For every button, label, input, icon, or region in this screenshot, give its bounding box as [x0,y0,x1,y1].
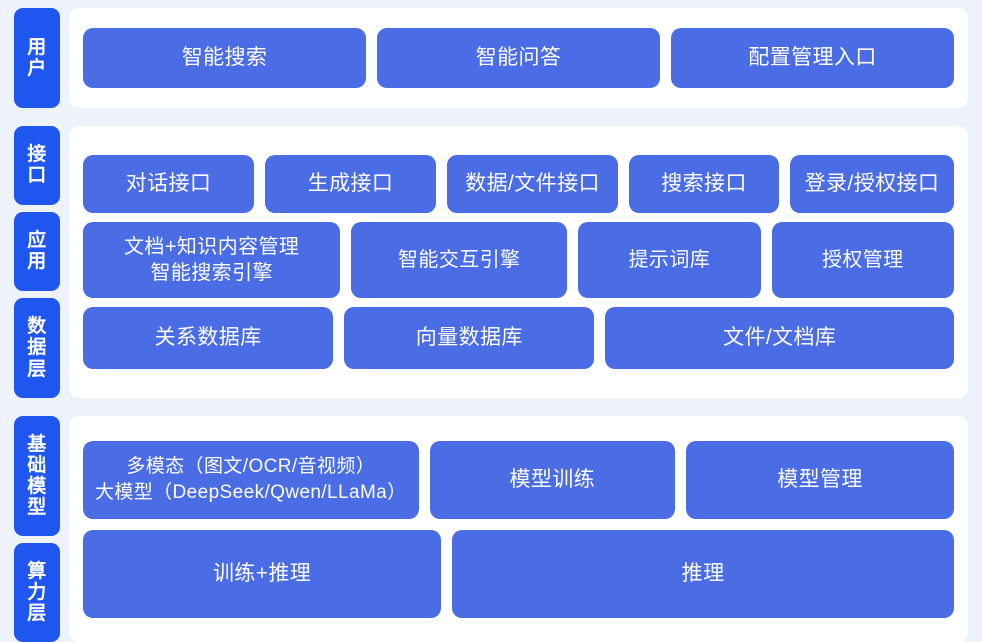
layer-badge-char: 数 [27,316,47,337]
layer-badge-char: 模 [27,476,47,498]
box-search-api[interactable]: 搜索接口 [629,155,779,213]
layer-badge-data: 数 据 层 [14,297,60,398]
layer-badge-interface: 接 口 [14,126,60,205]
layer-badge-char: 口 [27,165,47,187]
row-compute: 训练+推理 推理 [83,529,954,618]
box-prompt-library[interactable]: 提示词库 [578,222,761,298]
box-smart-search[interactable]: 智能搜索 [83,28,366,88]
box-vector-database[interactable]: 向量数据库 [344,307,595,369]
box-training-inference[interactable]: 训练+推理 [83,529,442,618]
box-doc-knowledge-search-engine[interactable]: 文档+知识内容管理 智能搜索引擎 [83,222,341,298]
box-smart-interaction-engine[interactable]: 智能交互引擎 [351,222,568,298]
layer-badge-compute: 算 力 层 [14,543,60,642]
badge-column-base: 基 础 模 型 算 力 层 [14,416,60,642]
layer-badge-char: 据 [27,337,47,359]
layer-badge-foundation-model: 基 础 模 型 [14,416,60,537]
layer-badge-char: 础 [27,454,47,476]
row-user-entries: 智能搜索 智能问答 配置管理入口 [83,28,954,88]
layer-badge-user: 用 户 [14,8,60,108]
box-login-auth-api[interactable]: 登录/授权接口 [789,155,954,213]
row-model: 多模态（图文/OCR/音视频） 大模型（DeepSeek/Qwen/LLaMa）… [83,440,954,519]
box-model-management[interactable]: 模型管理 [686,440,954,519]
layer-badge-application: 应 用 [14,211,60,291]
layer-badge-char: 应 [27,230,47,252]
section-base: 基 础 模 型 算 力 层 多模态（图文/OCR/音视频） 大模型（DeepSe… [14,416,968,642]
layer-badge-char: 基 [27,433,47,455]
section-user: 用 户 智能搜索 智能问答 配置管理入口 [14,8,968,108]
box-model-training[interactable]: 模型训练 [429,440,675,519]
layer-badge-char: 层 [27,603,47,625]
layer-badge-char: 接 [27,144,47,166]
panel-user: 智能搜索 智能问答 配置管理入口 [69,8,968,108]
badge-column-middle: 接 口 应 用 数 据 层 [14,126,60,398]
layer-badge-char: 层 [27,358,47,380]
panel-middle: 对话接口 生成接口 数据/文件接口 搜索接口 登录/授权接口 文档+知识内容管理… [69,126,968,398]
row-data: 关系数据库 向量数据库 文件/文档库 [83,307,954,369]
layer-badge-char: 户 [27,58,47,79]
box-data-file-api[interactable]: 数据/文件接口 [447,155,619,213]
box-generation-api[interactable]: 生成接口 [265,155,437,213]
layer-badge-char: 型 [27,497,47,519]
panel-base: 多模态（图文/OCR/音视频） 大模型（DeepSeek/Qwen/LLaMa）… [69,416,968,642]
layer-badge-char: 算 [27,560,47,582]
box-smart-qa[interactable]: 智能问答 [377,28,660,88]
box-multimodal-large-model[interactable]: 多模态（图文/OCR/音视频） 大模型（DeepSeek/Qwen/LLaMa） [83,440,419,519]
layer-badge-char: 力 [27,581,47,603]
badge-column-user: 用 户 [14,8,60,108]
row-application: 文档+知识内容管理 智能搜索引擎 智能交互引擎 提示词库 授权管理 [83,222,954,298]
layer-badge-char: 用 [27,251,47,273]
box-dialog-api[interactable]: 对话接口 [83,155,255,213]
layer-badge-char: 用 [27,36,47,58]
box-relational-database[interactable]: 关系数据库 [83,307,334,369]
section-middle: 接 口 应 用 数 据 层 对话接口 生成接口 数据/文件接口 搜索接口 登录/… [14,126,968,398]
box-file-document-store[interactable]: 文件/文档库 [605,307,954,369]
box-config-management-entry[interactable]: 配置管理入口 [671,28,954,88]
row-interface: 对话接口 生成接口 数据/文件接口 搜索接口 登录/授权接口 [83,155,954,213]
box-inference[interactable]: 推理 [452,529,954,618]
box-authorization-management[interactable]: 授权管理 [771,222,954,298]
